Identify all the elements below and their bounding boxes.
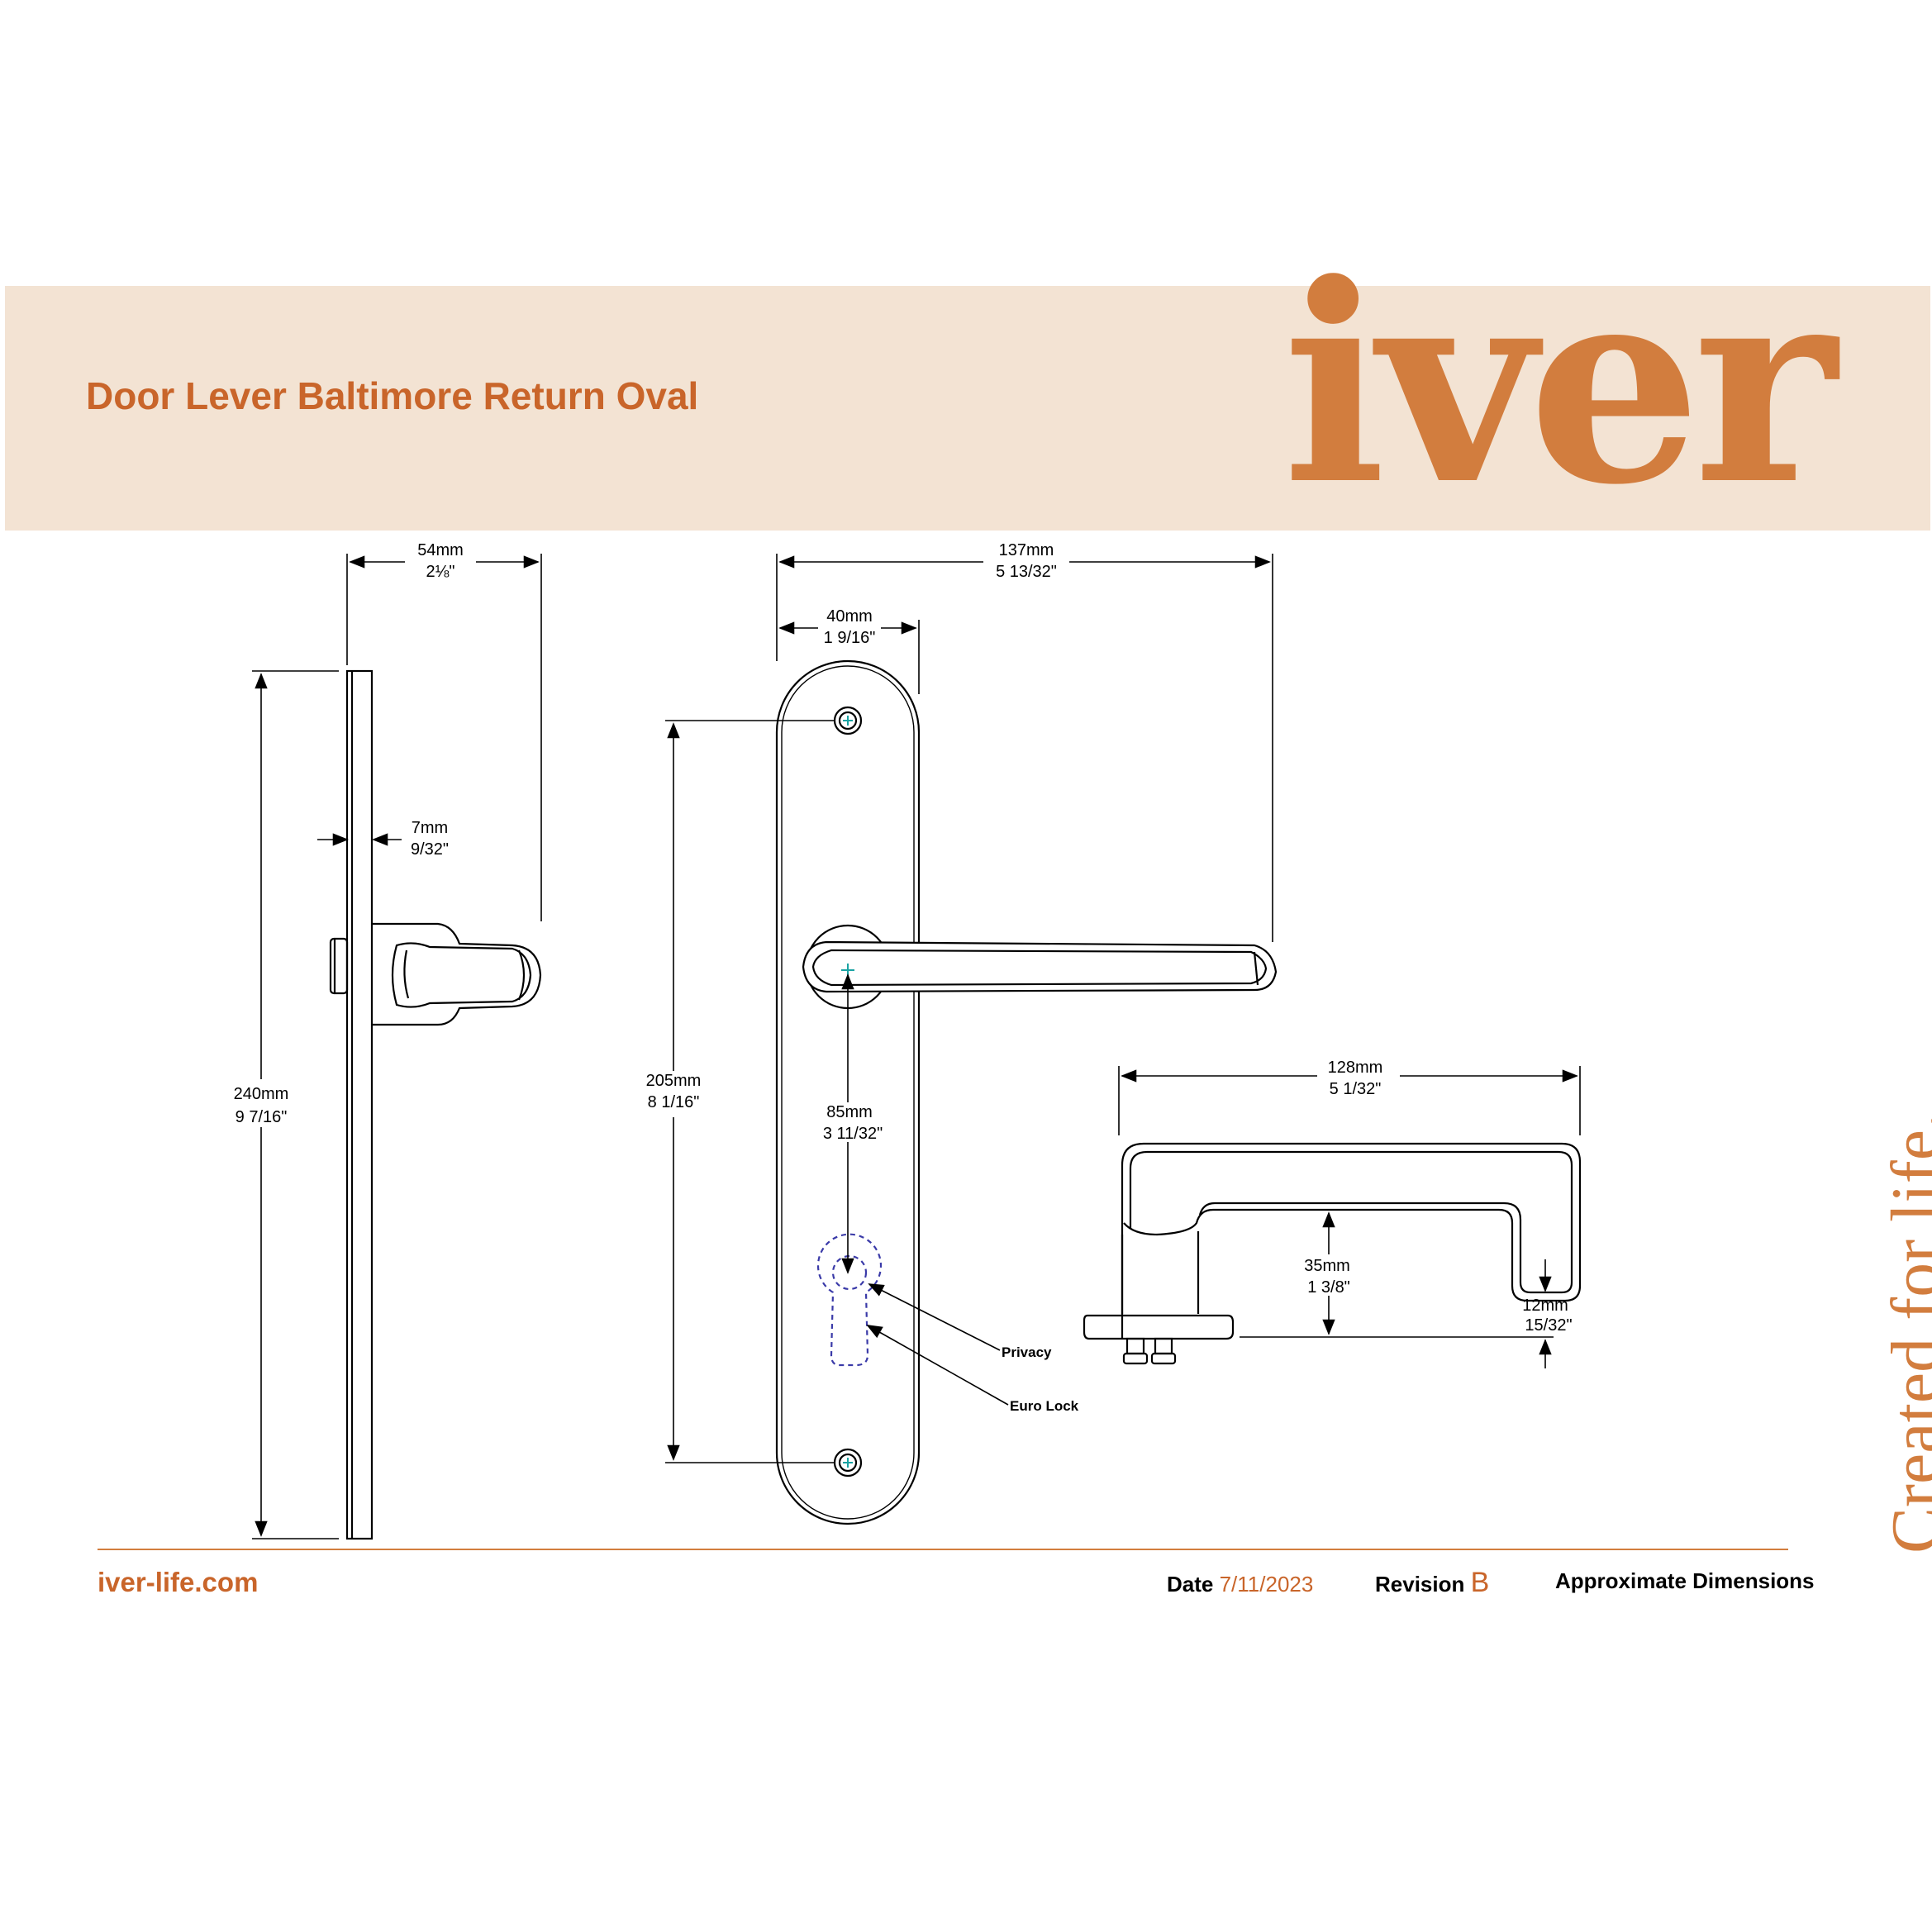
- side-projection-mm: 54mm: [417, 541, 464, 559]
- side-view: [329, 669, 542, 1540]
- date-value: 7/11/2023: [1219, 1572, 1314, 1597]
- screw-centres-in: 8 1/16": [648, 1093, 700, 1111]
- plate-height-mm: 240mm: [234, 1085, 289, 1103]
- backset-mm: 85mm: [826, 1103, 873, 1121]
- revision-field: Revision B: [1375, 1567, 1489, 1599]
- front-view: [775, 659, 1278, 1525]
- revision-value: B: [1470, 1567, 1490, 1598]
- top-view: [1083, 1142, 1582, 1365]
- date-field: Date 7/11/2023: [1167, 1572, 1313, 1597]
- footer-divider: [98, 1549, 1788, 1550]
- screw-centres-mm: 205mm: [646, 1072, 702, 1090]
- lever-length-in: 5 13/32": [996, 563, 1057, 581]
- plate-thickness-in: 9/32": [411, 840, 449, 859]
- brand-logo: iver: [1282, 224, 1837, 545]
- return-depth-in: 1 3/8": [1307, 1278, 1350, 1297]
- backset-in: 3 11/32": [823, 1125, 883, 1143]
- website-link[interactable]: iver-life.com: [98, 1567, 259, 1597]
- date-label: Date: [1167, 1572, 1214, 1597]
- plate-width-mm: 40mm: [826, 607, 873, 626]
- page-title: Door Lever Baltimore Return Oval: [86, 374, 699, 417]
- plate-height-in: 9 7/16": [236, 1108, 288, 1126]
- lever-thickness-mm: 12mm: [1522, 1297, 1568, 1315]
- return-depth-mm: 35mm: [1304, 1257, 1350, 1275]
- lever-length-mm: 137mm: [999, 541, 1054, 559]
- euro-lock-callout: Euro Lock: [1010, 1398, 1079, 1414]
- header-banner: [5, 286, 1930, 531]
- lever-thickness-in: 15/32": [1525, 1316, 1572, 1335]
- privacy-callout: Privacy: [1002, 1344, 1052, 1360]
- side-view-dimensions: [252, 554, 542, 1539]
- euro-lock-outline: [816, 1233, 883, 1367]
- side-projection-in: 2⅛": [426, 563, 455, 581]
- approximate-dimensions-note: Approximate Dimensions: [1555, 1568, 1815, 1593]
- top-width-in: 5 1/32": [1330, 1080, 1382, 1098]
- top-width-mm: 128mm: [1328, 1059, 1383, 1077]
- revision-label: Revision: [1375, 1572, 1465, 1597]
- plate-thickness-mm: 7mm: [412, 819, 448, 837]
- plate-width-in: 1 9/16": [824, 629, 876, 647]
- front-view-dimensions: [665, 554, 1273, 1463]
